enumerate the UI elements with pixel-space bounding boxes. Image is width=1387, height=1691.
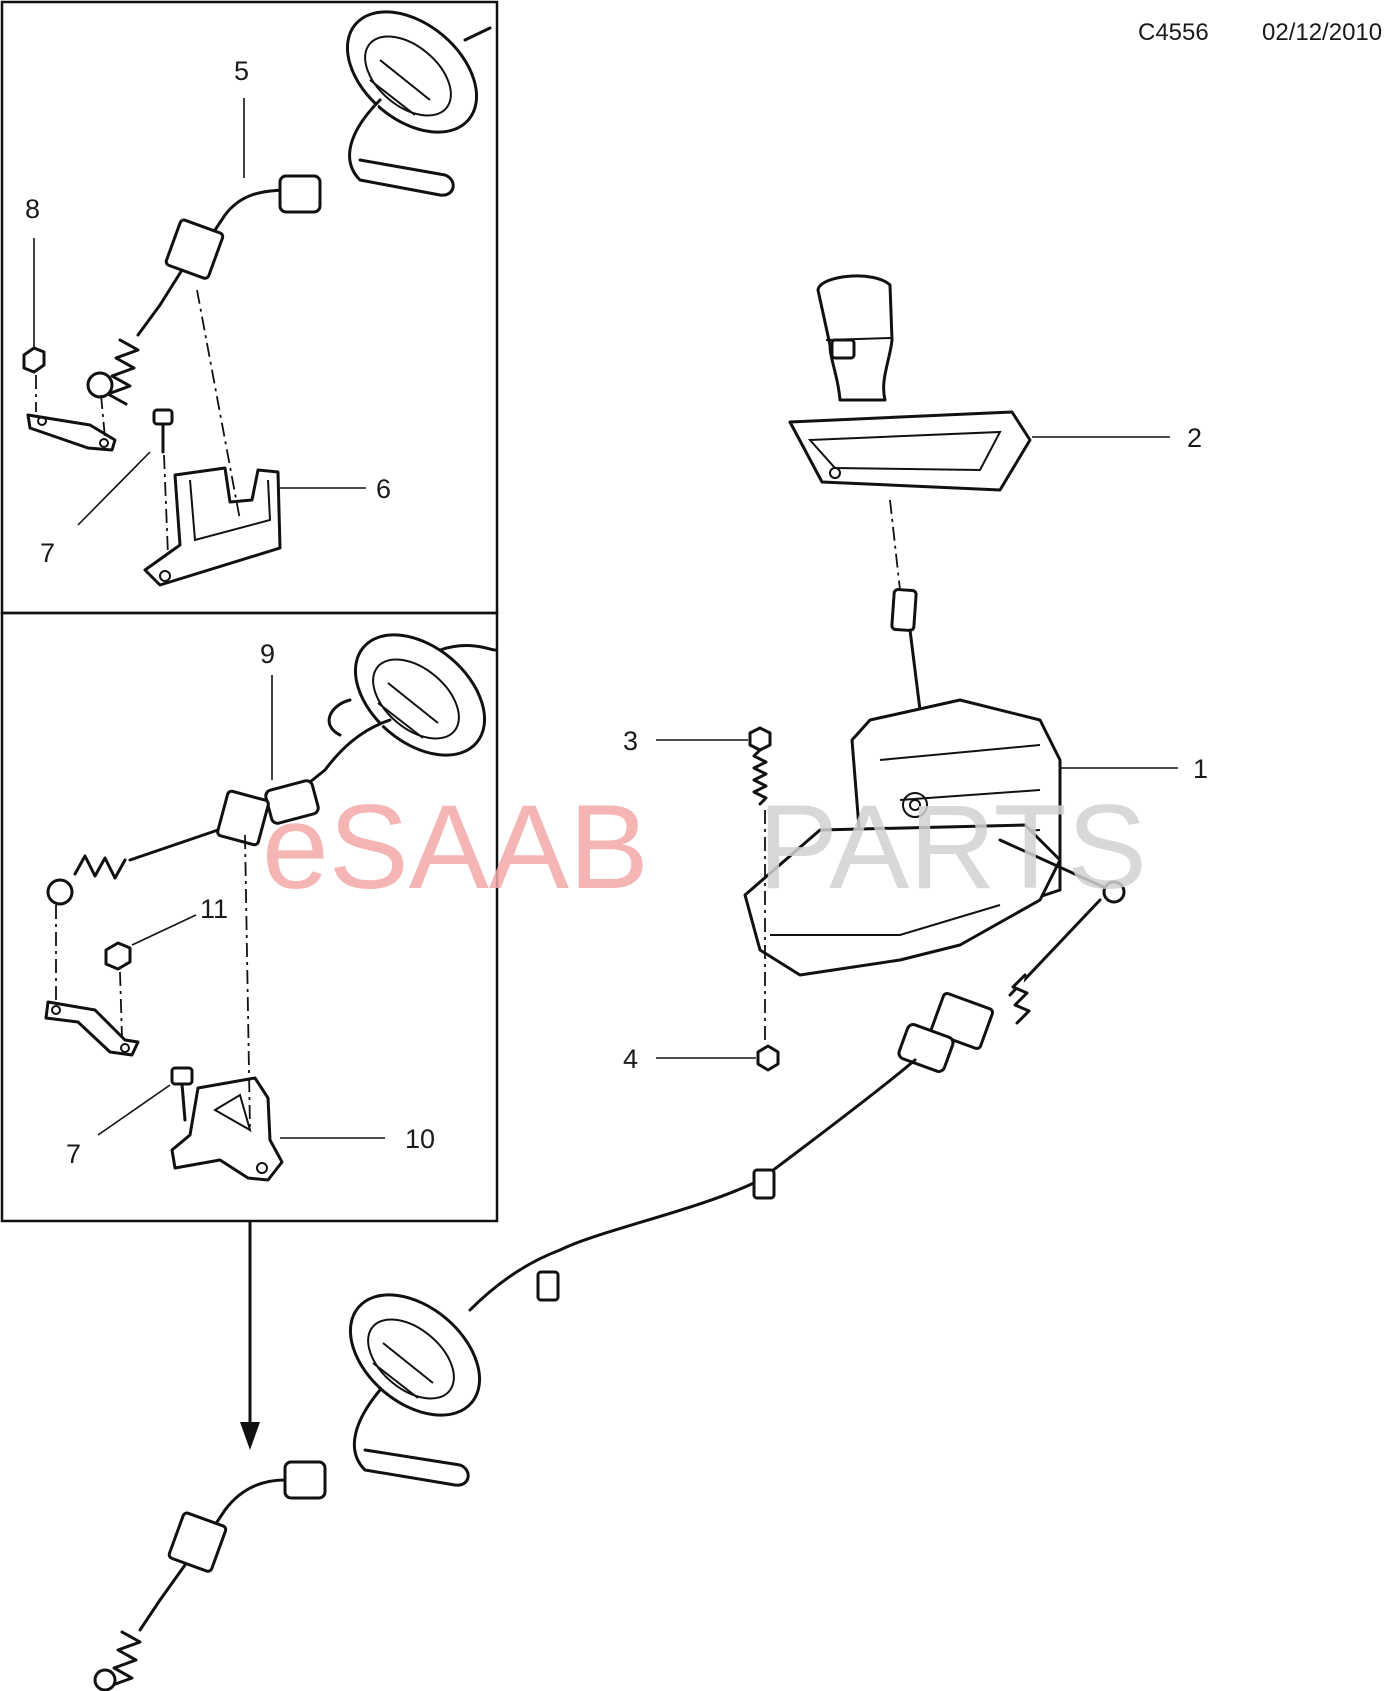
lower-cable-end bbox=[93, 1293, 482, 1691]
callout-5: 5 bbox=[234, 56, 249, 86]
nut-icon bbox=[104, 941, 132, 971]
inset-top-cable-assembly bbox=[22, 10, 492, 587]
callout-7-bottom: 7 bbox=[66, 1139, 81, 1169]
assembly-line bbox=[889, 499, 901, 591]
bolt-3 bbox=[748, 726, 772, 1040]
callout-9: 9 bbox=[260, 639, 275, 669]
inset-bottom-cable-assembly bbox=[44, 633, 497, 1182]
diagram-date: 02/12/2010 bbox=[1262, 19, 1382, 46]
leader-lines bbox=[33, 98, 1178, 1139]
watermark-parts: PARTS bbox=[758, 780, 1147, 914]
bolt-icon bbox=[748, 726, 772, 752]
bolt-icon bbox=[152, 408, 174, 426]
callout-10: 10 bbox=[405, 1124, 435, 1154]
nut-icon bbox=[756, 1044, 780, 1072]
arrow-head-icon bbox=[240, 1422, 260, 1450]
callout-4: 4 bbox=[623, 1044, 638, 1074]
bolt-icon bbox=[170, 1066, 194, 1086]
diagram-id: C4556 bbox=[1138, 19, 1209, 46]
callout-11: 11 bbox=[200, 894, 228, 924]
callout-3: 3 bbox=[623, 726, 638, 756]
callout-1: 1 bbox=[1193, 754, 1208, 784]
callout-6: 6 bbox=[376, 474, 391, 504]
callout-8: 8 bbox=[25, 194, 40, 224]
shift-lever-housing bbox=[468, 588, 1126, 1312]
shift-knob-cover bbox=[788, 274, 1032, 492]
callout-7-top: 7 bbox=[40, 538, 55, 568]
watermark-esaab: eSAAB bbox=[262, 780, 649, 914]
nut-icon bbox=[22, 346, 46, 374]
callout-2: 2 bbox=[1187, 423, 1202, 453]
